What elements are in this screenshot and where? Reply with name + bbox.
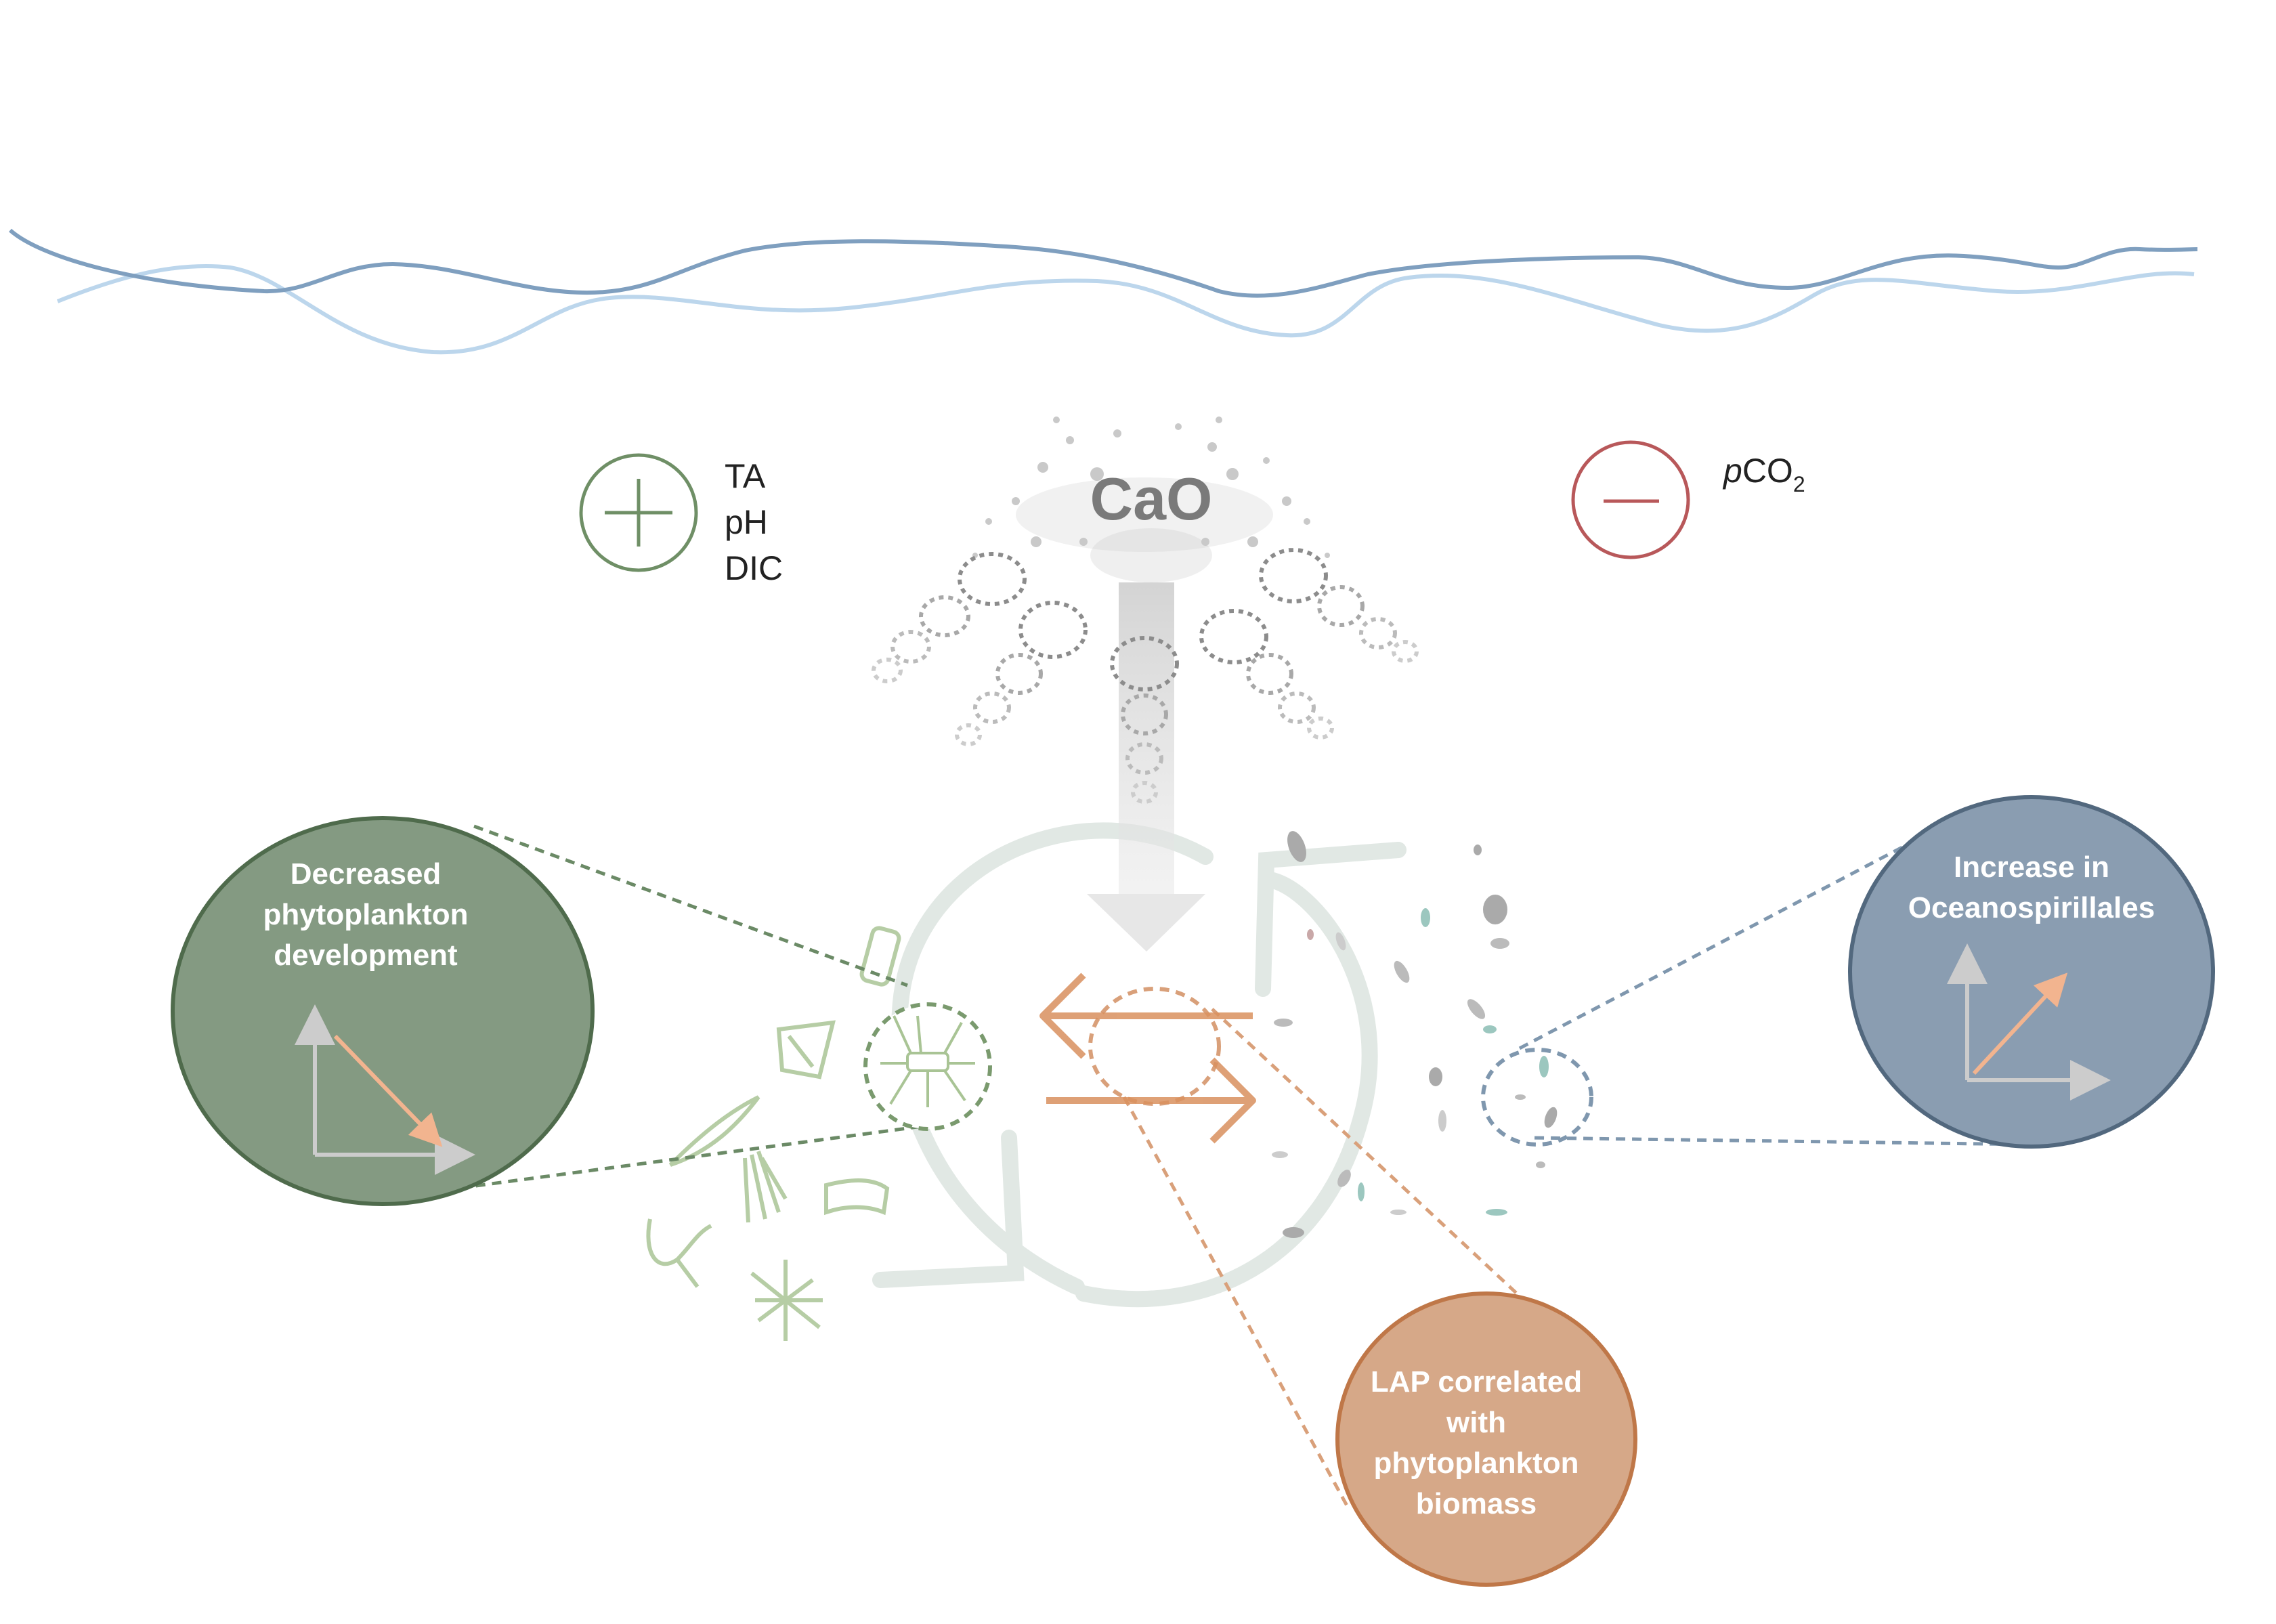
cao-label: CaO <box>1090 465 1213 532</box>
enzyme-zoom <box>1088 987 1221 1106</box>
callout-bacteria-line-1: Increase in <box>1954 851 2109 884</box>
callout-phytoplankton-line-2: phytoplankton <box>263 898 468 931</box>
bubbles <box>872 548 1419 804</box>
increase-item-ta: TA <box>725 457 766 495</box>
callout-phytoplankton-bubble <box>171 816 595 1206</box>
exchange-arrows <box>1039 973 1256 1144</box>
phytoplankton-cluster <box>646 926 901 1341</box>
sea-surface <box>9 228 2198 355</box>
callout-enzyme-line-2: with <box>1446 1406 1506 1439</box>
cycle-arrowhead-top <box>1255 842 1407 997</box>
cycle-arrowhead-bottom <box>872 1130 1025 1288</box>
cao-spray <box>972 416 1330 582</box>
phyto-zoom <box>863 1002 992 1131</box>
connector-lines <box>379 824 2032 1508</box>
trend-down-icon <box>295 1004 475 1175</box>
minus-circle-icon <box>1571 440 1690 559</box>
callout-phytoplankton: Decreased phytoplankton development <box>171 816 595 1206</box>
callout-phytoplankton-line-3: development <box>274 939 458 972</box>
zoom-markers <box>863 987 1593 1147</box>
wave-light <box>56 264 2195 355</box>
callout-bacteria: Increase in Oceanospirillales <box>1848 795 2215 1149</box>
bacteria-zoom <box>1481 1048 1593 1147</box>
callout-bacteria-bubble <box>1848 795 2215 1149</box>
increase-group: TA pH DIC <box>579 453 783 587</box>
wave-dark <box>9 228 2198 298</box>
increase-item-dic: DIC <box>725 549 783 587</box>
cycle-arrows <box>872 822 1407 1308</box>
callout-bacteria-line-2: Oceanospirillales <box>1908 891 2155 924</box>
bacteria-cluster <box>1272 831 1558 1238</box>
cycle-arc-left <box>891 822 1214 1295</box>
decrease-group: pCO2 <box>1571 440 1805 559</box>
callout-enzyme-line-4: biomass <box>1416 1487 1537 1520</box>
cao-arrow <box>1087 582 1205 952</box>
pco2-prefix: p <box>1722 452 1742 490</box>
increase-item-ph: pH <box>725 503 768 541</box>
plus-circle-icon <box>579 453 698 572</box>
diatom-icon <box>880 1015 975 1107</box>
trend-up-icon <box>1947 943 2111 1101</box>
callout-phytoplankton-line-1: Decreased <box>291 857 442 891</box>
decrease-item-pco2: pCO2 <box>1722 452 1805 496</box>
callout-enzyme-bubble <box>1335 1291 1637 1587</box>
callout-enzyme-line-1: LAP correlated <box>1371 1365 1582 1398</box>
callout-enzyme: LAP correlated with phytoplankton biomas… <box>1335 1291 1637 1587</box>
cycle-arc-right <box>1075 872 1378 1308</box>
callout-enzyme-line-3: phytoplankton <box>1373 1447 1579 1480</box>
pco2-sub: 2 <box>1793 472 1805 496</box>
pco2-base: CO <box>1742 452 1793 490</box>
